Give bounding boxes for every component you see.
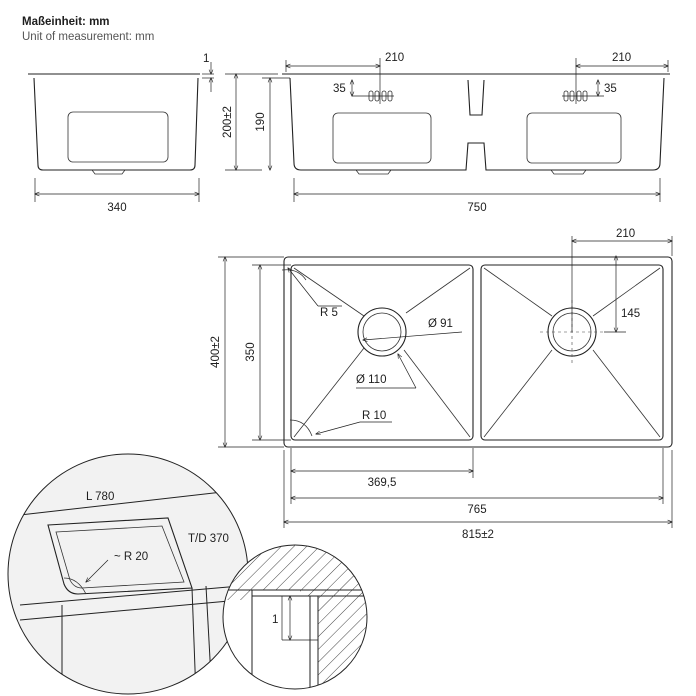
top-400-label: 400±2: [210, 336, 222, 368]
top-r10-label: R 10: [362, 410, 386, 422]
top-r5-label: R 5: [320, 307, 338, 319]
top-view: 210 145 R 5 Ø 91 Ø 110 R 10 400±2 350: [210, 228, 673, 541]
front-190-label: 190: [255, 112, 267, 131]
detail-circle-left: L 780 T/D 370 ~ R 20: [7, 453, 249, 695]
top-815-label: 815±2: [462, 529, 494, 541]
top-369-label: 369,5: [368, 477, 397, 489]
unit-label-english: Unit of measurement: mm: [22, 31, 155, 43]
top-d91-label: Ø 91: [428, 318, 453, 330]
top-d110-label: Ø 110: [356, 374, 386, 386]
top-350-label: 350: [245, 342, 257, 361]
detail-td370-label: T/D 370: [188, 533, 229, 545]
side-height-label: 200±2: [222, 106, 234, 138]
front-750-label: 750: [467, 202, 486, 214]
unit-label-german: Maßeinheit: mm: [22, 16, 110, 28]
detail-l780-label: L 780: [86, 491, 114, 503]
front-right-35-label: 35: [604, 83, 617, 95]
front-right-210-label: 210: [612, 52, 631, 64]
front-left-210-label: 210: [385, 52, 404, 64]
detail-r20-label: ~ R 20: [114, 551, 148, 563]
top-210-label: 210: [616, 228, 635, 240]
drain-left: [357, 307, 407, 357]
front-view: 210 210 35 35 190 750: [255, 52, 670, 214]
front-left-35-label: 35: [333, 83, 346, 95]
side-view: 1 200±2 340: [28, 53, 278, 214]
side-width-label: 340: [107, 202, 126, 214]
top-145-label: 145: [621, 308, 640, 320]
top-765-label: 765: [467, 504, 486, 516]
detail-rim-label: 1: [272, 614, 278, 626]
side-rim-label: 1: [203, 53, 209, 65]
